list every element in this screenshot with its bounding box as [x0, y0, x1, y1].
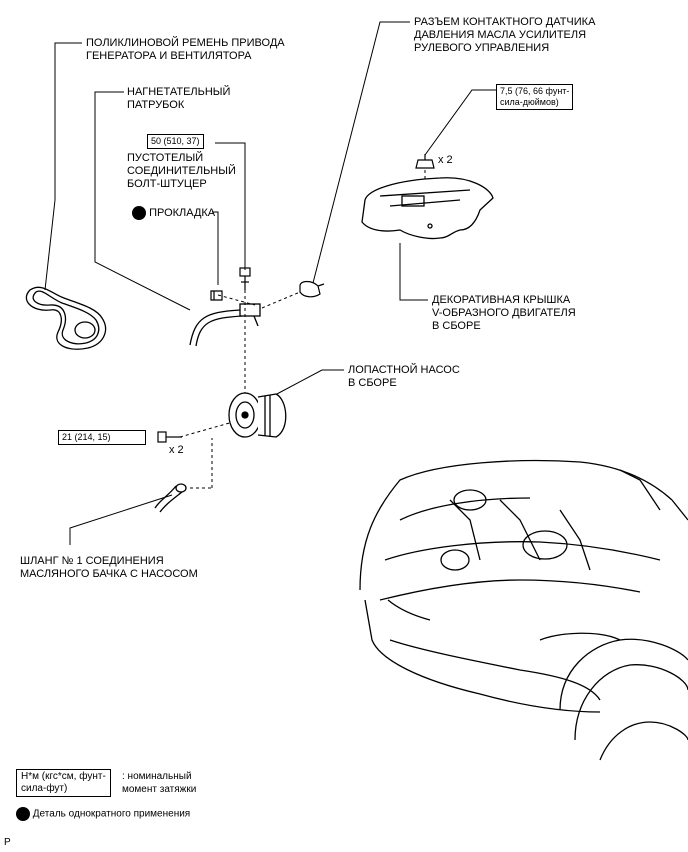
cover-nut-torque-line: сила-дюймов) — [500, 97, 559, 107]
leader-cover-nut — [424, 89, 497, 156]
pressure-pipe — [189, 303, 261, 347]
hose-label-line: ШЛАНГ № 1 СОЕДИНЕНИЯ — [20, 555, 164, 567]
cover-label-line: V-ОБРАЗНОГО ДВИГАТЕЛЯ — [432, 307, 576, 319]
cover-nut-torque-line: 7,5 (76, 66 фунт- — [500, 86, 570, 96]
gasket-label: ПРОКЛАДКА — [132, 206, 215, 220]
pressure-pipe-label-line: НАГНЕТАТЕЛЬНЫЙ — [127, 86, 231, 98]
pump-label-line: В СБОРЕ — [348, 377, 397, 389]
reservoir-hose — [154, 483, 187, 513]
hose-label-line: МАСЛЯНОГО БАЧКА С НАСОСОМ — [20, 568, 198, 580]
leader-connector — [312, 21, 410, 284]
non-reusable-marker-icon — [16, 807, 30, 821]
pressure-switch-connector — [299, 280, 325, 298]
non-reusable-marker-icon — [132, 206, 146, 220]
leader-pump — [274, 369, 344, 396]
leader-cover — [399, 243, 428, 301]
connector-label-line: РУЛЕВОГО УПРАВЛЕНИЯ — [414, 42, 550, 54]
belt-label: ПОЛИКЛИНОВОЙ РЕМЕНЬ ПРИВОДА ГЕНЕРАТОРА И… — [86, 37, 285, 63]
figure-code: P — [4, 837, 11, 848]
belt-label-line: ПОЛИКЛИНОВОЙ РЕМЕНЬ ПРИВОДА — [86, 37, 285, 49]
legend-torque-desc-line: момент затяжки — [122, 784, 197, 795]
cover-label: ДЕКОРАТИВНАЯ КРЫШКА V-ОБРАЗНОГО ДВИГАТЕЛ… — [432, 294, 576, 333]
gasket — [210, 290, 223, 301]
drive-belt — [25, 286, 107, 350]
vane-pump — [228, 392, 287, 438]
cover-nut-torque-box: 7,5 (76, 66 фунт- сила-дюймов) — [496, 84, 574, 110]
engine-cover — [361, 177, 494, 240]
pump-label-line: ЛОПАСТНОЙ НАСОС — [348, 364, 460, 376]
legend-torque-desc-line: : номинальный — [122, 771, 192, 782]
union-bolt-label-line: СОЕДИНИТЕЛЬНЫЙ — [127, 165, 236, 177]
leader-gasket — [212, 211, 219, 285]
pump-bolt — [157, 431, 182, 443]
cover-nut-quantity: x 2 — [438, 154, 453, 166]
pump-label: ЛОПАСТНОЙ НАСОС В СБОРЕ — [348, 364, 460, 390]
leader-hose — [69, 494, 173, 545]
legend-torque-box: Н*м (кгс*см, фунт- сила-фут) — [16, 769, 111, 797]
cover-label-line: В СБОРЕ — [432, 320, 481, 332]
cover-nut — [415, 154, 435, 169]
leader-pressure-pipe — [94, 91, 191, 311]
hose-label: ШЛАНГ № 1 СОЕДИНЕНИЯ МАСЛЯНОГО БАЧКА С Н… — [20, 555, 198, 581]
pump-bolt-quantity: x 2 — [169, 444, 184, 456]
vehicle-front — [359, 459, 688, 761]
union-bolt-label-line: БОЛТ-ШТУЦЕР — [127, 178, 207, 190]
union-bolt-torque-box: 50 (510, 37) — [147, 134, 204, 149]
union-bolt — [239, 267, 251, 290]
leader-belt — [44, 42, 82, 291]
legend-torque-line: сила-фут) — [21, 783, 68, 794]
pressure-pipe-label: НАГНЕТАТЕЛЬНЫЙ ПАТРУБОК — [127, 86, 230, 112]
belt-label-line: ГЕНЕРАТОРА И ВЕНТИЛЯТОРА — [86, 50, 252, 62]
connector-label-line: ДАВЛЕНИЯ МАСЛА УСИЛИТЕЛЯ — [414, 29, 587, 41]
legend-non-reusable: Деталь однократного применения — [16, 807, 190, 821]
gasket-label-text: ПРОКЛАДКА — [149, 206, 216, 219]
pump-bolt-torque-box: 21 (214, 15) — [58, 430, 146, 445]
cover-label-line: ДЕКОРАТИВНАЯ КРЫШКА — [432, 294, 571, 306]
connector-label-line: РАЗЪЕМ КОНТАКТНОГО ДАТЧИКА — [414, 16, 596, 28]
legend-non-reusable-text: Деталь однократного применения — [32, 808, 191, 820]
pressure-pipe-label-line: ПАТРУБОК — [127, 99, 185, 111]
legend-torque-line: Н*м (кгс*см, фунт- — [21, 771, 106, 782]
union-bolt-label: ПУСТОТЕЛЫЙ СОЕДИНИТЕЛЬНЫЙ БОЛТ-ШТУЦЕР — [127, 152, 236, 191]
leader-union-bolt — [215, 142, 246, 270]
legend-torque-desc: : номинальный момент затяжки — [122, 770, 196, 796]
connector-label: РАЗЪЕМ КОНТАКТНОГО ДАТЧИКА ДАВЛЕНИЯ МАСЛ… — [414, 16, 595, 55]
union-bolt-label-line: ПУСТОТЕЛЫЙ — [127, 152, 204, 164]
